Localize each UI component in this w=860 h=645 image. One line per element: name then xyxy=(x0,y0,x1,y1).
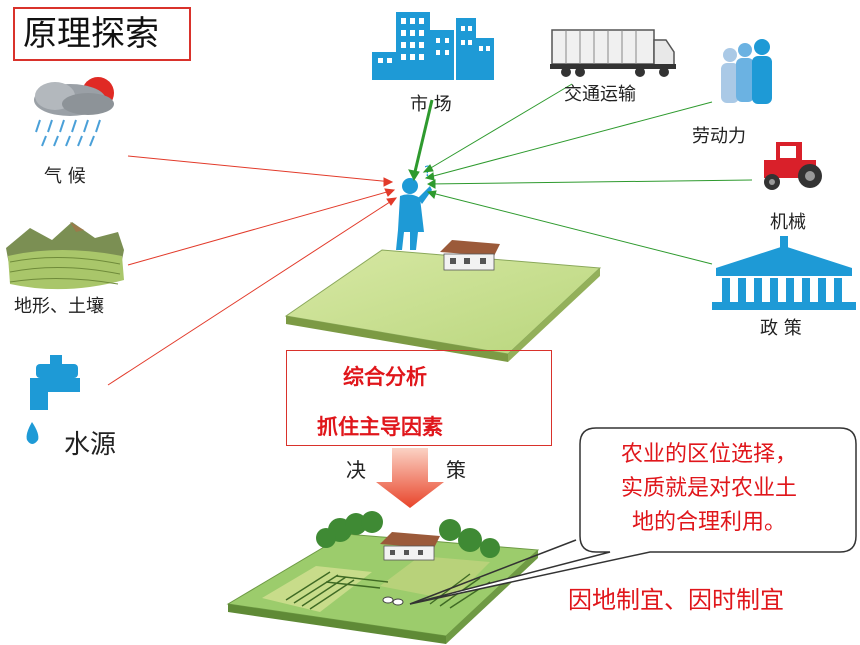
analysis-line-2: 抓住主导因素 xyxy=(317,415,443,439)
terrain-icon xyxy=(6,222,124,290)
label-climate: 气 候 xyxy=(44,166,86,187)
conclusion-text: 因地制宜、因时制宜 xyxy=(568,586,784,614)
label-transport: 交通运输 xyxy=(564,84,636,105)
upper-farmland xyxy=(284,240,602,362)
natural-factor-arrows xyxy=(107,155,398,386)
decision-label-right: 策 xyxy=(446,458,466,482)
decision-label-left: 决 xyxy=(346,458,366,482)
labor-people-icon xyxy=(721,39,772,104)
callout-line-2: 实质就是对农业土 xyxy=(620,476,797,501)
label-policy: 政 策 xyxy=(760,318,802,339)
analysis-box: 综合分析 抓住主导因素 xyxy=(286,350,552,446)
decision-down-arrow xyxy=(376,448,444,508)
government-building-icon xyxy=(712,236,856,310)
lower-farmland xyxy=(226,511,540,644)
callout-line-3: 地的合理利用。 xyxy=(631,510,786,535)
tractor-icon xyxy=(764,142,822,190)
page-title: 原理探索 xyxy=(13,7,191,61)
social-factor-arrows xyxy=(408,83,753,265)
label-terrain-soil: 地形、土壤 xyxy=(14,296,104,317)
label-machinery: 机械 xyxy=(770,212,806,233)
callout-line-1: 农业的区位选择， xyxy=(620,442,797,467)
truck-icon xyxy=(550,29,676,77)
analysis-line-1: 综合分析 xyxy=(343,365,427,389)
label-water-source: 水源 xyxy=(64,430,117,460)
label-labor: 劳动力 xyxy=(692,126,746,147)
label-market: 市 场 xyxy=(410,94,452,115)
market-buildings-icon xyxy=(372,12,494,80)
weather-icon xyxy=(34,77,114,147)
callout-text: 农业的区位选择， 实质就是对农业土 地的合理利用。 xyxy=(584,438,834,540)
callout-bubble xyxy=(409,427,857,605)
water-tap-icon xyxy=(26,355,80,444)
